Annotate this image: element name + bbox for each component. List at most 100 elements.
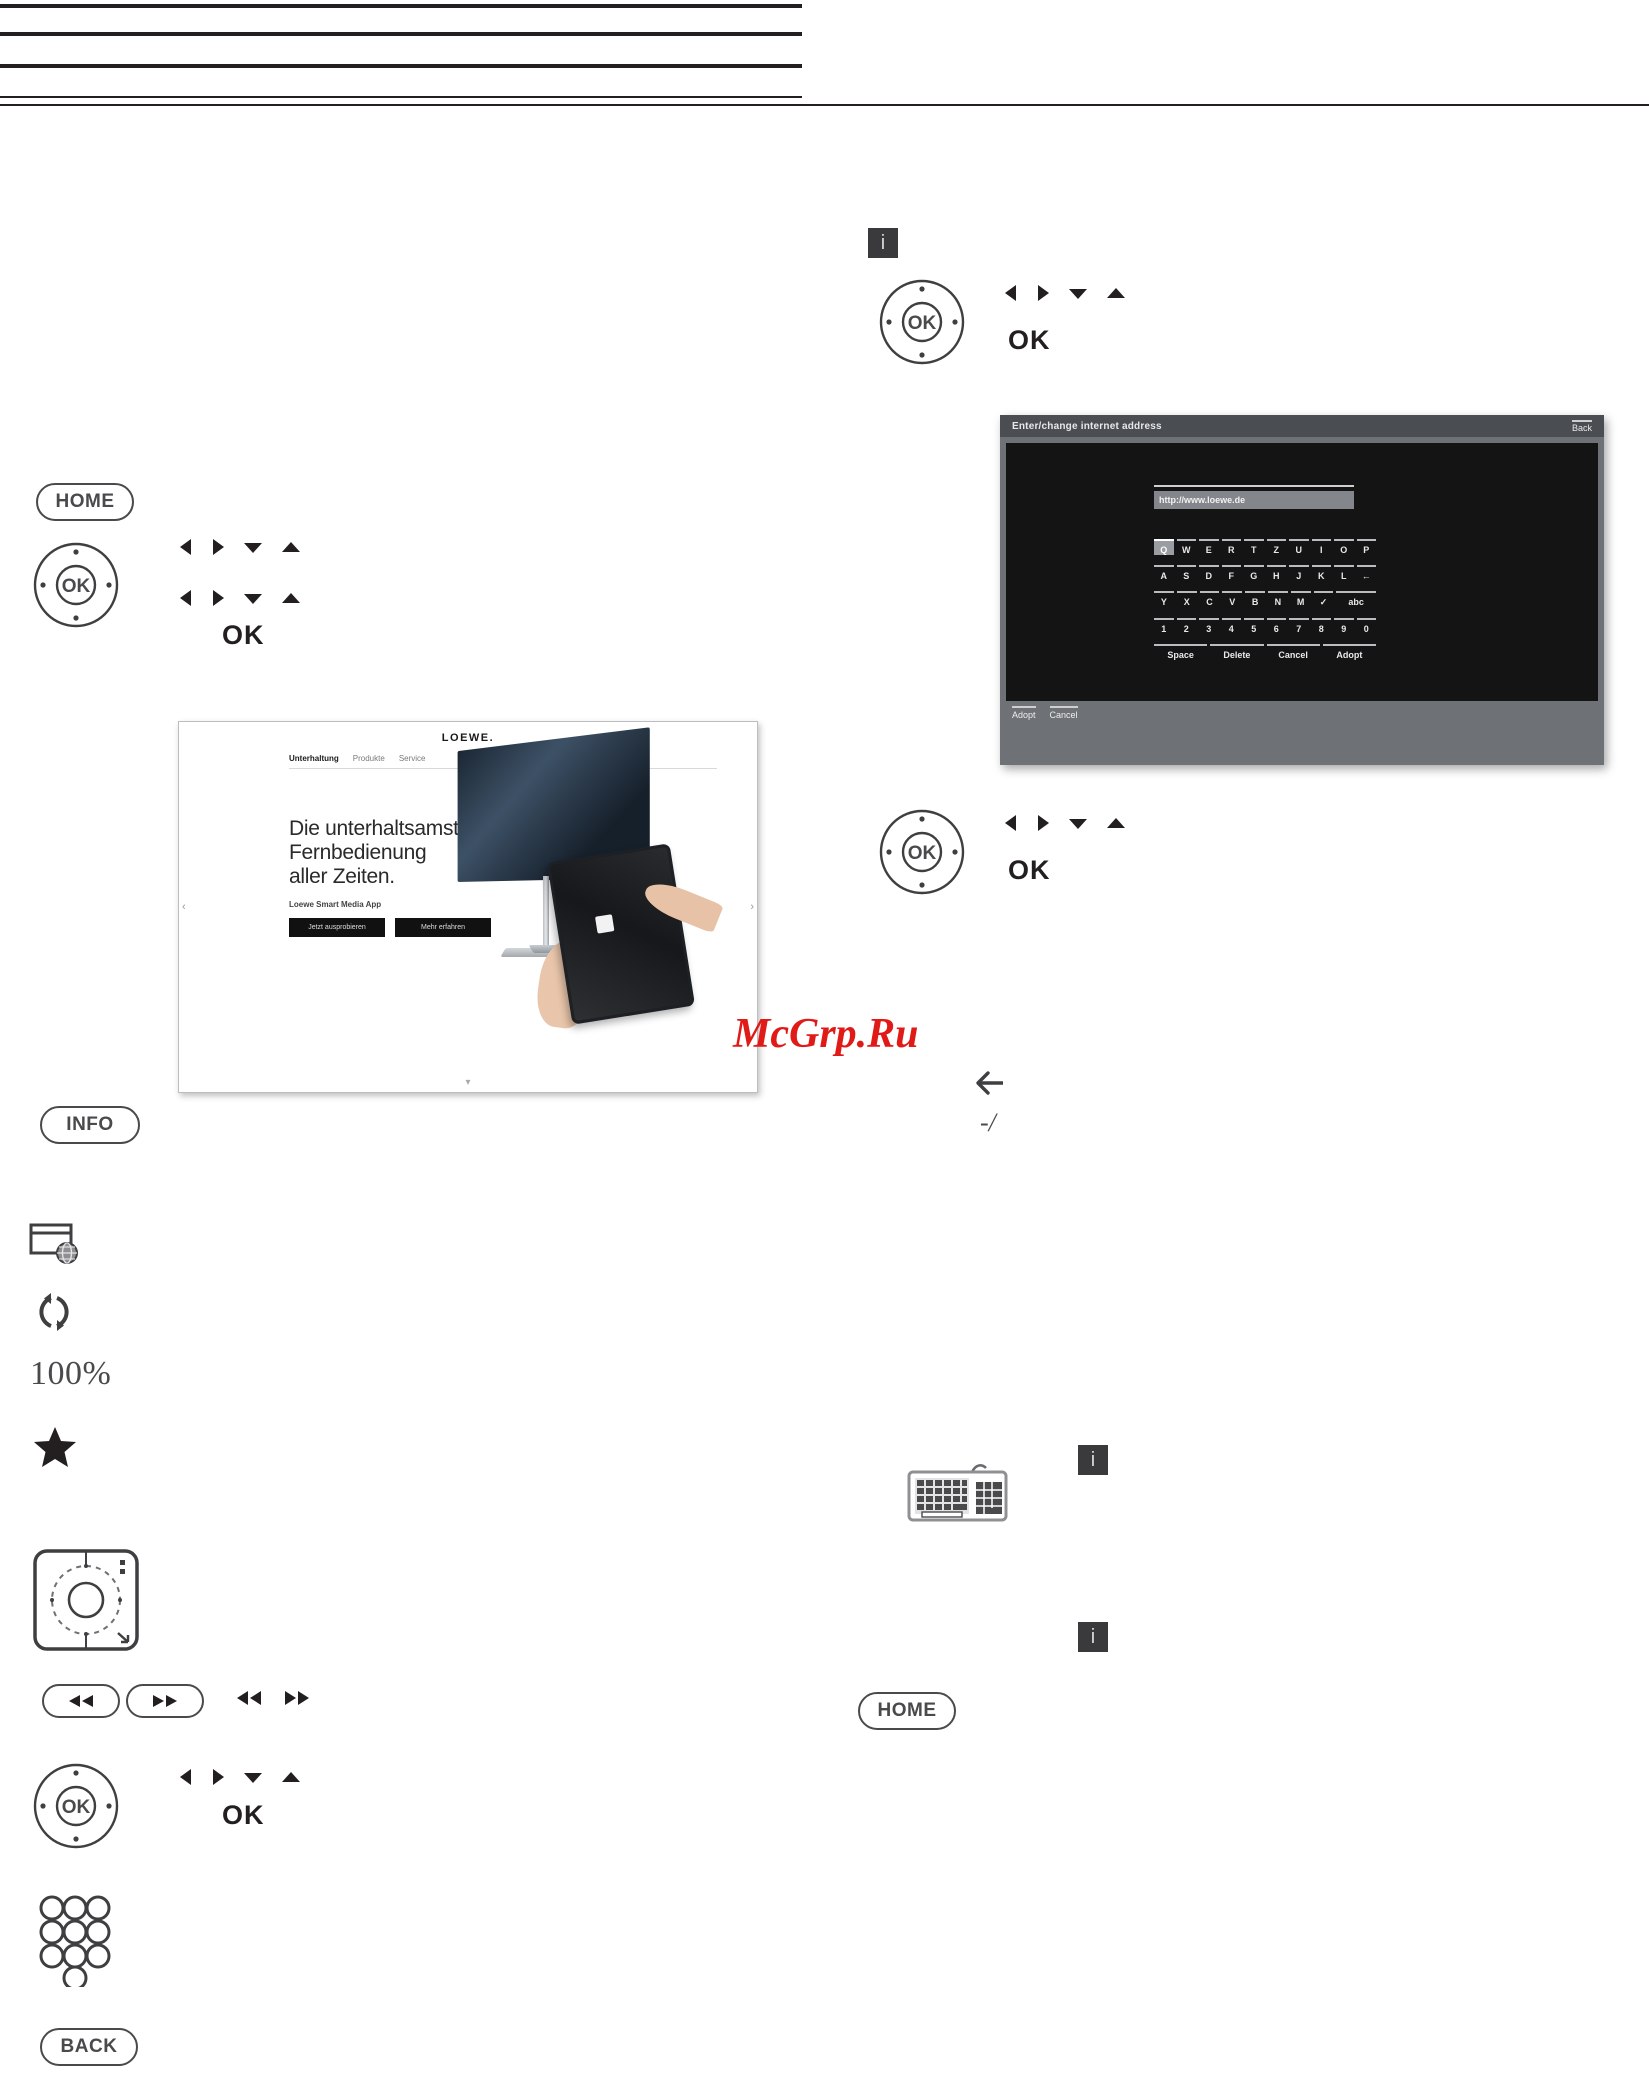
key-c[interactable]: C xyxy=(1199,591,1220,608)
carousel-prev-icon[interactable]: ‹ xyxy=(182,901,186,913)
key-4[interactable]: 4 xyxy=(1221,618,1241,634)
key-v[interactable]: V xyxy=(1222,591,1243,608)
key-j[interactable]: J xyxy=(1289,565,1309,581)
forward-icon xyxy=(153,1695,177,1707)
key-abc[interactable]: abc xyxy=(1336,591,1376,608)
key-y[interactable]: Y xyxy=(1154,591,1174,608)
arrow-glyph-row-4 xyxy=(1003,283,1127,303)
header-rule-2 xyxy=(0,32,802,36)
nav-item-unterhaltung[interactable]: Unterhaltung xyxy=(289,754,339,763)
key-check[interactable]: ✓ xyxy=(1313,591,1334,608)
key-m[interactable]: M xyxy=(1290,591,1311,608)
browser-globe-icon xyxy=(28,1220,80,1268)
site-subline: Loewe Smart Media App xyxy=(289,900,382,909)
key-0[interactable]: 0 xyxy=(1356,618,1376,634)
key-6[interactable]: 6 xyxy=(1266,618,1286,634)
footer-cancel-button[interactable]: Cancel xyxy=(1049,706,1078,720)
key-space[interactable]: Space xyxy=(1154,644,1208,660)
navigation-wheel-icon[interactable]: OK xyxy=(878,278,966,366)
forward-button[interactable] xyxy=(126,1684,204,1718)
key-k[interactable]: K xyxy=(1311,565,1331,581)
transport-glyph-row xyxy=(235,1688,311,1708)
info-badge-icon: i xyxy=(1078,1445,1108,1475)
osd-titlebar: Enter/change internet address Back xyxy=(1000,415,1604,437)
key-arrow[interactable]: ← xyxy=(1356,565,1376,581)
home-button[interactable]: HOME xyxy=(36,483,134,521)
header-rule-3 xyxy=(0,64,802,68)
keyboard-row-1: Q W E R T Z U I O P xyxy=(1154,539,1376,555)
url-field-wrapper: http://www.loewe.de xyxy=(1154,485,1354,509)
key-f[interactable]: F xyxy=(1221,565,1241,581)
key-7[interactable]: 7 xyxy=(1289,618,1309,634)
key-a[interactable]: A xyxy=(1154,565,1174,581)
touchpad-icon[interactable] xyxy=(32,1548,140,1652)
key-w[interactable]: W xyxy=(1176,539,1196,555)
key-t[interactable]: T xyxy=(1244,539,1264,555)
numeric-keypad-icon[interactable] xyxy=(38,1895,112,1987)
key-1[interactable]: 1 xyxy=(1154,618,1174,634)
info-button[interactable]: INFO xyxy=(40,1106,140,1144)
site-cta-row: Jetzt ausprobieren Mehr erfahren xyxy=(289,918,491,937)
home-button[interactable]: HOME xyxy=(858,1692,956,1730)
cta-primary-button[interactable]: Jetzt ausprobieren xyxy=(289,918,385,937)
rewind-glyph-icon xyxy=(237,1691,261,1705)
navigation-wheel-icon[interactable]: OK xyxy=(32,541,120,629)
back-button[interactable]: BACK xyxy=(40,2028,138,2066)
key-r[interactable]: R xyxy=(1221,539,1241,555)
site-headline: Die unterhaltsamste Fernbedienung aller … xyxy=(289,817,470,889)
ok-label: OK xyxy=(222,1800,265,1830)
headline-line-3: aller Zeiten. xyxy=(289,865,395,889)
key-9[interactable]: 9 xyxy=(1334,618,1354,634)
key-s[interactable]: S xyxy=(1176,565,1196,581)
back-arrow-icon xyxy=(972,1068,1008,1098)
arrow-right-icon xyxy=(213,590,224,606)
osd-back-button[interactable]: Back xyxy=(1571,419,1592,433)
loewe-logo: LOEWE. xyxy=(441,732,495,744)
key-2[interactable]: 2 xyxy=(1176,618,1196,634)
navigation-wheel-icon[interactable]: OK xyxy=(878,808,966,896)
key-h[interactable]: H xyxy=(1266,565,1286,581)
cta-secondary-button[interactable]: Mehr erfahren xyxy=(395,918,491,937)
nav-item-service[interactable]: Service xyxy=(398,754,426,763)
header-rule-full xyxy=(0,104,1649,106)
dash-slash-label: -/ xyxy=(980,1108,996,1137)
arrow-up-icon xyxy=(282,542,300,552)
navigation-wheel-icon[interactable]: OK xyxy=(32,1762,120,1850)
nav-item-produkte[interactable]: Produkte xyxy=(352,754,385,763)
key-o[interactable]: O xyxy=(1334,539,1354,555)
keyboard-row-4: 1 2 3 4 5 6 7 8 9 0 xyxy=(1154,618,1376,634)
key-8[interactable]: 8 xyxy=(1311,618,1331,634)
key-p[interactable]: P xyxy=(1356,539,1376,555)
arrow-glyph-row-1 xyxy=(178,537,302,557)
key-e[interactable]: E xyxy=(1199,539,1219,555)
key-z[interactable]: Z xyxy=(1266,539,1286,555)
key-l[interactable]: L xyxy=(1334,565,1354,581)
rewind-button[interactable] xyxy=(42,1684,120,1718)
key-u[interactable]: U xyxy=(1289,539,1309,555)
key-q[interactable]: Q xyxy=(1154,539,1174,555)
key-5[interactable]: 5 xyxy=(1244,618,1264,634)
arrow-down-icon xyxy=(244,594,262,604)
key-g[interactable]: G xyxy=(1244,565,1264,581)
key-x[interactable]: X xyxy=(1176,591,1197,608)
star-icon xyxy=(32,1425,78,1469)
zoom-level-label: 100% xyxy=(30,1355,112,1392)
key-d[interactable]: D xyxy=(1199,565,1219,581)
key-delete[interactable]: Delete xyxy=(1210,644,1264,660)
footer-adopt-button[interactable]: Adopt xyxy=(1012,706,1036,720)
website-screenshot: LOEWE. Unterhaltung Produkte Service Die… xyxy=(178,721,758,1093)
ok-label: OK xyxy=(1008,325,1051,355)
key-adopt[interactable]: Adopt xyxy=(1322,644,1376,660)
arrow-left-icon xyxy=(180,590,191,606)
headline-line-2: Fernbedienung xyxy=(289,841,427,865)
key-i[interactable]: I xyxy=(1311,539,1331,555)
key-b[interactable]: B xyxy=(1245,591,1265,608)
key-cancel[interactable]: Cancel xyxy=(1266,644,1320,660)
carousel-next-icon[interactable]: › xyxy=(750,901,754,913)
key-3[interactable]: 3 xyxy=(1199,618,1219,634)
arrow-up-icon xyxy=(282,593,300,603)
key-n[interactable]: N xyxy=(1267,591,1288,608)
scroll-down-icon[interactable]: ▾ xyxy=(465,1077,471,1088)
arrow-left-icon xyxy=(180,539,191,555)
url-input[interactable]: http://www.loewe.de xyxy=(1154,491,1354,509)
